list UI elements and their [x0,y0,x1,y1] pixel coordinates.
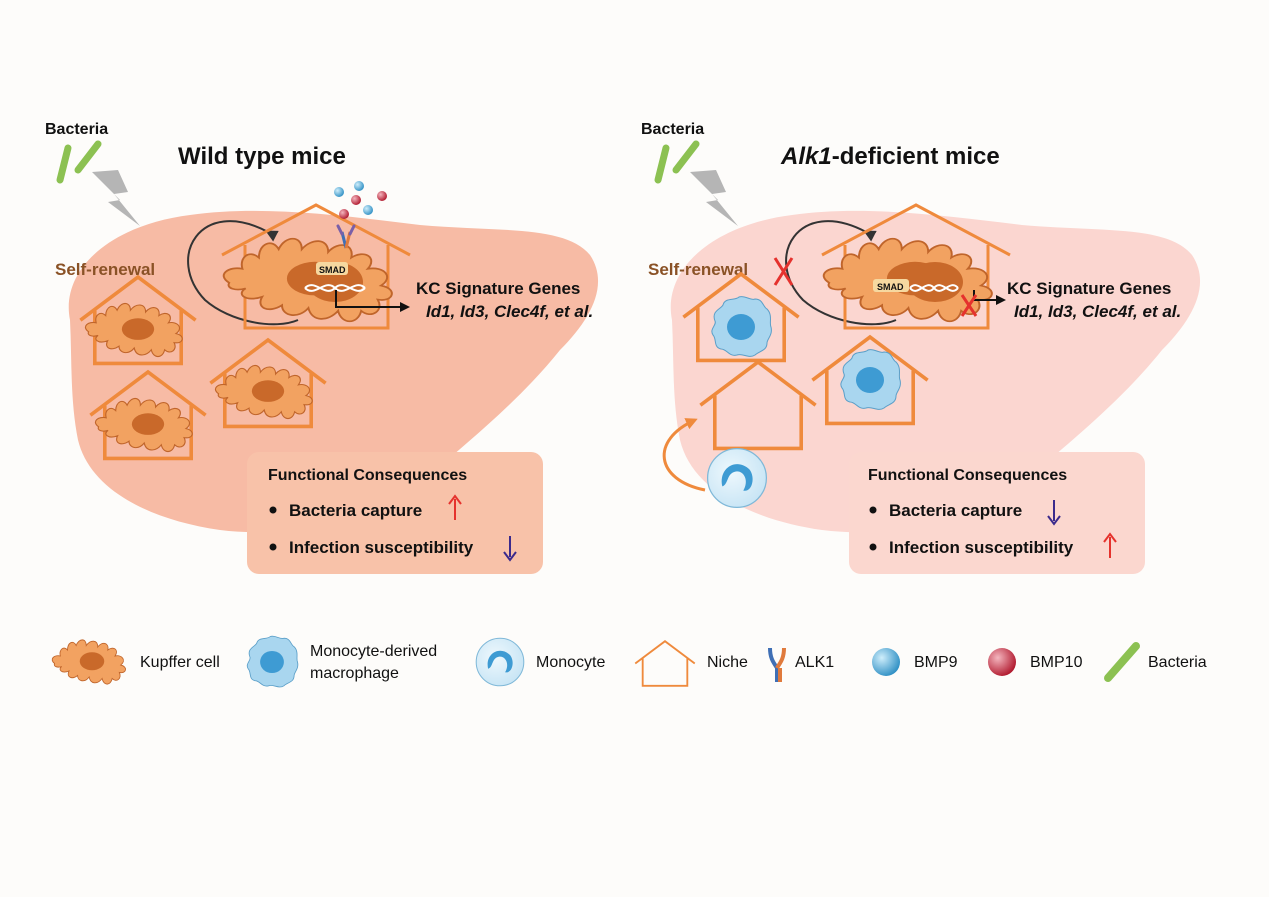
func-item-1: Bacteria capture [889,501,1022,520]
transcription-arrow [335,290,410,312]
liver-wild-type [68,210,599,533]
legend-kupffer-icon [51,639,126,685]
bacteria-label: Bacteria [641,121,704,138]
monocyte-cell [706,447,768,509]
functional-title: Functional Consequences [868,467,1067,484]
functional-title: Functional Consequences [268,467,467,484]
smad-box [873,279,909,292]
kc-signature-genes: Id1, Id3, Clec4f, et al. [1014,302,1181,321]
lightning-icon [690,170,738,226]
block-x-icon [773,257,794,286]
kupffer-cell-main [822,237,993,323]
legend-bmp10-label: BMP10 [1030,654,1083,671]
self-renewal-arrow [785,220,897,326]
panel-title-rest: -deficient mice [832,143,1000,170]
legend: Kupffer cell Monocyte-derived macrophage… [51,635,1207,688]
legend-monocyte-icon [475,637,525,687]
legend-macrophage-label-2: macrophage [310,665,399,682]
panel-title: Wild type mice [178,143,346,170]
legend-macrophage-label-1: Monocyte-derived [310,643,437,660]
functional-consequences-box [247,452,543,574]
bacteria-label: Bacteria [45,121,108,138]
liver-alk1-deficient [670,210,1201,533]
legend-alk1-icon [768,647,786,682]
smad-box [316,262,348,275]
monocyte-recruit-arrow [662,418,706,492]
legend-bacteria-icon [1104,642,1140,682]
bmp-ligands [334,181,387,219]
legend-bmp9-label: BMP9 [914,654,958,671]
legend-monocyte-label: Monocyte [536,654,605,671]
func-item-2: Infection susceptibility [289,538,474,557]
legend-niche-icon [634,640,696,687]
block-x-icon [960,294,978,317]
smad-label: SMAD [319,265,346,275]
self-renewal-label: Self-renewal [648,260,748,279]
legend-alk1-label: ALK1 [795,654,834,671]
legend-kupffer-label: Kupffer cell [140,654,220,671]
kc-signature-title: KC Signature Genes [1007,279,1171,298]
self-renewal-label: Self-renewal [55,260,155,279]
wild-type-panel: Bacteria Wild type mice Self-renewal [45,121,599,574]
self-renewal-arrow [187,220,299,326]
legend-bmp9-icon [872,648,900,676]
panel-title: Alk1-deficient mice [780,143,1000,170]
functional-consequences-box [849,452,1145,574]
smad-label: SMAD [877,282,904,292]
func-item-1: Bacteria capture [289,501,422,520]
kc-signature-title: KC Signature Genes [416,279,580,298]
legend-bacteria-label: Bacteria [1148,654,1207,671]
bacteria-icon [654,140,700,184]
legend-niche-label: Niche [707,654,748,671]
lightning-icon [92,170,140,226]
func-item-2: Infection susceptibility [889,538,1074,557]
legend-macrophage-icon [246,635,299,688]
panel-title-gene: Alk1 [780,143,832,170]
alk1-receptor [336,224,356,249]
kc-signature-genes: Id1, Id3, Clec4f, et al. [426,302,593,321]
bacteria-icon [56,140,102,184]
alk1-deficient-panel: Bacteria Alk1-deficient mice Self-renewa… [641,121,1201,574]
legend-bmp10-icon [988,648,1016,676]
